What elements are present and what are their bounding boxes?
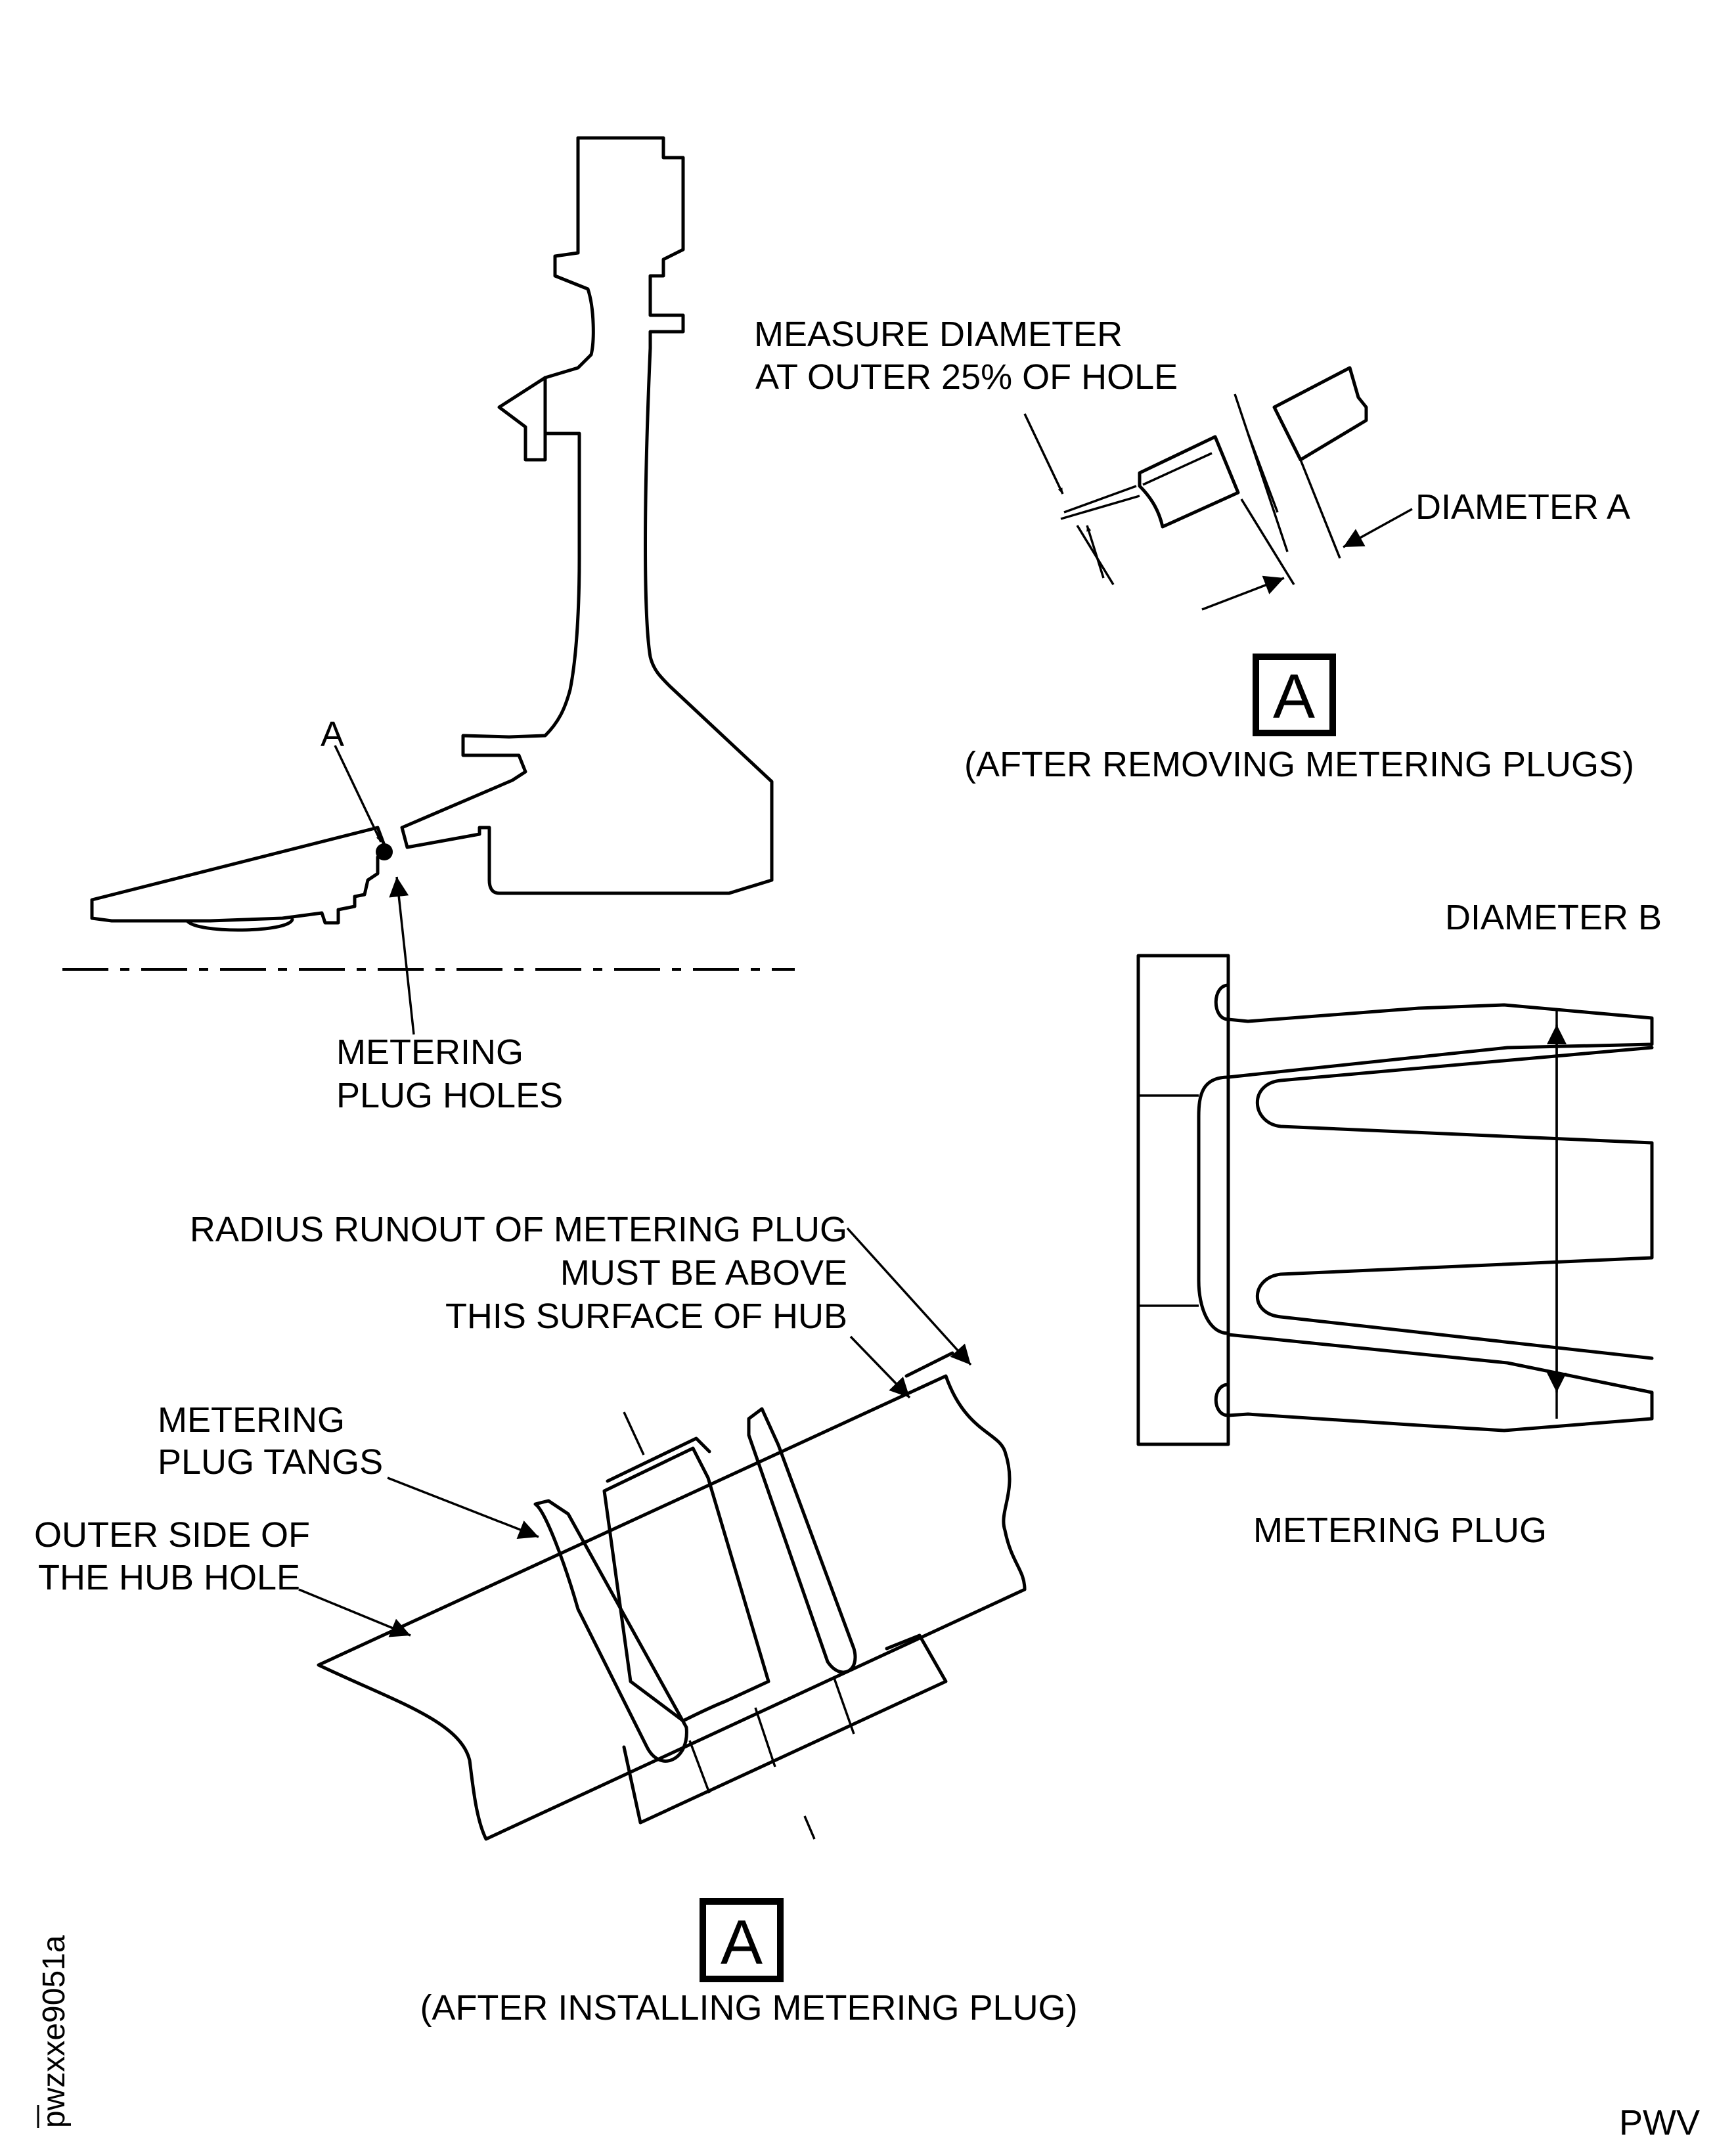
diameter-a-label: DIAMETER A [1415,487,1630,527]
outer-side-label-line2: THE HUB HOLE [38,1558,300,1597]
radius-runout-label-line1: RADIUS RUNOUT OF METERING PLUG [190,1210,847,1249]
detail-ref-a: A [321,715,344,754]
measure-diameter-label-line2: AT OUTER 25% OF HOLE [755,357,1178,397]
view-a-letter-removing: A [1273,661,1315,732]
metering-plug-hole-point [376,843,393,860]
hub-cross-section [62,136,795,971]
radius-runout-label-line3: THIS SURFACE OF HUB [445,1297,847,1336]
footer-code: PWV [1619,2103,1700,2142]
outer-side-label-line1: OUTER SIDE OF [34,1515,310,1555]
radius-runout-label-line2: MUST BE ABOVE [560,1253,847,1293]
view-a-box-removing [1253,654,1336,736]
view-a-letter-installing: A [721,1907,763,1978]
plug-tangs-label-line1: METERING [158,1400,345,1440]
hole-detail-view [1060,366,1368,585]
view-a-caption-installing: (AFTER INSTALLING METERING PLUG) [420,1988,1077,2028]
metering-plug-holes-label-line2: PLUG HOLES [336,1076,563,1115]
view-a-caption-removing: (AFTER REMOVING METERING PLUGS) [964,745,1634,784]
metering-plug-label: METERING PLUG [1253,1511,1547,1550]
diameter-b-label: DIAMETER B [1445,898,1662,937]
view-a-box-installing [700,1898,784,1982]
installed-plug-view [317,1351,1027,1841]
plug-tangs-label-line2: PLUG TANGS [158,1442,383,1482]
figure-id: pwzxxe9051a [37,1935,72,2128]
metering-plug-view [1136,954,1654,1446]
measure-diameter-label-line1: MEASURE DIAMETER [754,315,1123,354]
metering-plug-holes-label-line1: METERING [336,1032,523,1072]
